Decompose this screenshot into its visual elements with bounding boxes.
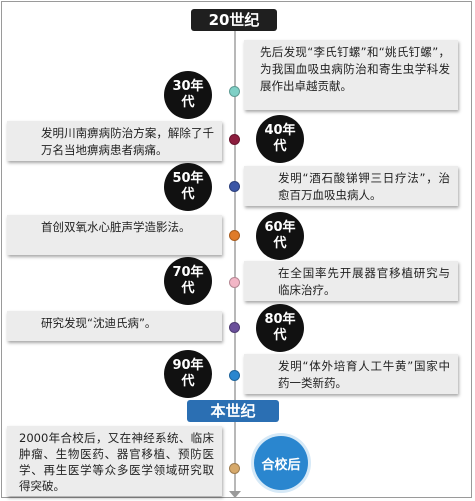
event-30s-text: 先后发现“李氏钉螺”和“姚氏钉螺”，为我国血吸虫病防治和寄生虫学科发展作出卓越贡… xyxy=(244,40,458,110)
decade-label: 80年代 xyxy=(264,312,296,343)
decade-badge-80s: 80年代 xyxy=(256,304,304,352)
timeline-dot-40s xyxy=(229,134,240,145)
decade-label: 50年代 xyxy=(172,171,204,202)
event-40s-text: 发明川南痹病防治方案，解除了千万名当地痹病患者病痛。 xyxy=(7,121,222,161)
event-70s-text: 在全国率先开展器官移植研究与临床治疗。 xyxy=(244,261,458,301)
era-label-this-century: 本世纪 xyxy=(187,400,279,422)
timeline-dot-60s xyxy=(229,230,240,241)
decade-badge-60s: 60年代 xyxy=(256,212,304,260)
decade-label: 70年代 xyxy=(172,265,204,296)
decade-badge-40s: 40年代 xyxy=(256,115,304,163)
timeline-dot-90s xyxy=(229,370,240,381)
merger-badge-label: 合校后 xyxy=(261,457,301,473)
decade-label: 30年代 xyxy=(172,79,204,110)
timeline-dot-50s xyxy=(229,181,240,192)
timeline-dot-merger xyxy=(229,463,240,474)
event-80s-text: 研究发现“沈迪氏病”。 xyxy=(7,311,222,341)
timeline-dot-70s xyxy=(229,277,240,288)
decade-badge-50s: 50年代 xyxy=(164,163,212,211)
decade-badge-70s: 70年代 xyxy=(164,257,212,305)
decade-badge-90s: 90年代 xyxy=(164,350,212,398)
event-90s-text: 发明“体外培育人工牛黄”国家中药一类新药。 xyxy=(244,354,458,394)
decade-badge-30s: 30年代 xyxy=(164,71,212,119)
merger-event-text: 2000年合校后，又在神经系统、临床肿瘤、生物医药、器官移植、预防医学、再生医学… xyxy=(7,426,222,496)
timeline-axis xyxy=(234,22,236,496)
timeline-dot-80s xyxy=(229,322,240,333)
event-60s-text: 首创双氧水心脏声学造影法。 xyxy=(7,215,222,255)
decade-label: 40年代 xyxy=(264,123,296,154)
decade-label: 90年代 xyxy=(172,358,204,389)
decade-label: 60年代 xyxy=(264,220,296,251)
merger-badge: 合校后 xyxy=(254,436,308,490)
event-50s-text: 发明“酒石酸锑钾三日疗法”，治愈百万血吸虫病人。 xyxy=(244,166,458,206)
timeline-arrow-icon xyxy=(229,491,241,498)
era-label-20th-century: 20世纪 xyxy=(191,9,277,31)
timeline-dot-30s xyxy=(229,86,240,97)
